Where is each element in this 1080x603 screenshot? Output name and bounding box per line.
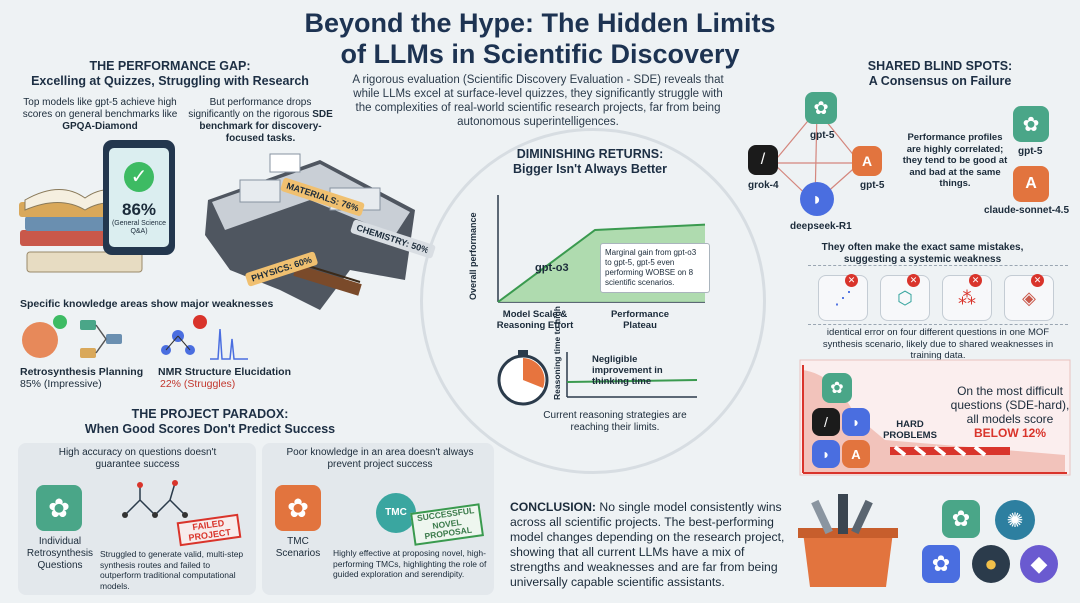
claude-logo-icon: A	[852, 146, 882, 176]
side-gpt5: gpt-5	[1018, 146, 1043, 157]
mistakes-text: They often make the exact same mistakes,…	[821, 242, 1024, 265]
chart-x1-label: Model Scale & Reasoning Effort	[496, 309, 574, 331]
retro-label: Retrosynthesis Planning	[20, 366, 144, 378]
center-ring	[420, 128, 766, 474]
performance-gap-heading-2: Excelling at Quizzes, Struggling with Re…	[31, 74, 309, 88]
card1-label: Individual Retrosynthesis Questions	[26, 536, 94, 571]
chart-note: Marginal gain from gpt-o3 to gpt-5, gpt-…	[600, 243, 710, 293]
node-deepseek: deepseek-R1	[790, 221, 852, 232]
lightbulb-icon: ●	[972, 545, 1010, 583]
correlation-text: Performance profiles are highly correlat…	[902, 132, 1008, 189]
conclusion-openai-icon-2: ✿	[922, 545, 960, 583]
tablet-caption: (General Science Q&A)	[111, 220, 167, 235]
page-title: Beyond the Hype: The Hidden Limits of LL…	[270, 8, 810, 70]
error-card-1: ⋰	[818, 275, 868, 321]
side-claude-icon: A	[1013, 166, 1049, 202]
hard-openai-icon: ✿	[822, 373, 852, 403]
quiz-score-text: Top models like gpt-5 achieve high score…	[22, 97, 178, 132]
side-claude: claude-sonnet-4.5	[984, 205, 1070, 216]
diminishing-heading: DIMINISHING RETURNS: Bigger Isn't Always…	[513, 147, 667, 176]
grok-logo-icon: /	[748, 145, 778, 175]
card2-title: Poor knowledge in an area doesn't always…	[286, 447, 474, 470]
paradox-heading: THE PROJECT PARADOX: When Good Scores Do…	[84, 407, 336, 436]
openai-logo-icon: ✿	[805, 92, 837, 124]
stopwatch-icon	[497, 350, 549, 406]
node-gpt5-a: gpt-5	[810, 130, 835, 141]
network-icon: ✺	[995, 500, 1035, 540]
brain-flowchart-illustration	[22, 315, 122, 358]
chart-line	[497, 223, 706, 303]
card1-text: Struggled to generate valid, multi-step …	[100, 549, 244, 591]
mistakes-panel	[808, 265, 1068, 325]
node-grok: grok-4	[748, 180, 779, 191]
chart-ylabel: Overall performance	[468, 212, 478, 300]
title-line-1: Beyond the Hype: The Hidden Limits	[304, 8, 776, 38]
error-card-4: ◈	[1004, 275, 1054, 321]
tablet-device: ✓ 86% (General Science Q&A)	[103, 140, 175, 255]
tmc-molecule: TMC	[376, 493, 416, 533]
check-icon: ✓	[124, 162, 154, 192]
chart-model-label: gpt-o3	[535, 262, 569, 274]
side-openai-icon: ✿	[1013, 106, 1049, 142]
deepseek-logo-icon: ◗	[800, 182, 834, 216]
lab-cliff-illustration	[205, 153, 415, 310]
hard-text: On the most difficult questions (SDE-har…	[950, 384, 1070, 440]
hard-deepseek-icon-2: ◗	[812, 440, 840, 468]
tablet-score: 86%	[121, 200, 157, 219]
molecule-spectrum-illustration	[161, 315, 248, 360]
timer-caption: Current reasoning strategies are reachin…	[543, 410, 687, 433]
error-x-icon: ✕	[1031, 274, 1044, 287]
error-x-icon: ✕	[845, 274, 858, 287]
performance-gap-heading: THE PERFORMANCE GAP: Excelling at Quizze…	[20, 59, 320, 89]
timer-ylabel: Reasoning time to high	[552, 306, 562, 400]
error-x-icon: ✕	[969, 274, 982, 287]
sde-drop-text: But performance drops significantly on t…	[188, 97, 333, 144]
performance-gap-heading-1: THE PERFORMANCE GAP:	[89, 59, 251, 73]
intro-text: A rigorous evaluation (Scientific Discov…	[352, 74, 724, 128]
node-gpt5-b: gpt-5	[860, 180, 885, 191]
card1-openai-icon: ✿	[36, 485, 82, 531]
nmr-score: 22% (Struggles)	[160, 378, 236, 390]
hard-grok-icon: /	[812, 408, 840, 436]
conclusion-text: CONCLUSION: No single model consistently…	[510, 500, 785, 589]
mof-text: identical error on four different questi…	[822, 327, 1054, 361]
card2-text: Highly effective at proposing novel, hig…	[333, 548, 487, 579]
conclusion-openai-icon: ✿	[942, 500, 980, 538]
weak-areas-heading: Specific knowledge areas show major weak…	[20, 298, 274, 310]
molecule-route-illustration	[122, 480, 188, 518]
timer-note: Negligible improvement in thinking time	[592, 354, 663, 387]
error-card-2: ⬡	[880, 275, 930, 321]
card1-title: High accuracy on questions doesn't guara…	[58, 447, 217, 470]
card2-label: TMC Scenarios	[275, 536, 321, 559]
card2-openai-icon: ✿	[275, 485, 321, 531]
title-line-2: of LLMs in Scientific Discovery	[340, 39, 740, 69]
hard-problems-sign: HARD PROBLEMS	[883, 419, 937, 441]
timer-chart	[566, 352, 698, 398]
error-x-icon: ✕	[907, 274, 920, 287]
nmr-label: NMR Structure Elucidation	[158, 366, 292, 378]
toolbox-icon	[798, 494, 898, 587]
hard-claude-icon: A	[842, 440, 870, 468]
error-card-3: ⁂	[942, 275, 992, 321]
retro-score: 85% (Impressive)	[20, 378, 102, 390]
hard-deepseek-icon: ◗	[842, 408, 870, 436]
chart-x2-label: Performance Plateau	[610, 309, 670, 331]
gemini-bulb-icon: ◆	[1020, 545, 1058, 583]
blind-spots-heading: SHARED BLIND SPOTS: A Consensus on Failu…	[867, 59, 1013, 88]
